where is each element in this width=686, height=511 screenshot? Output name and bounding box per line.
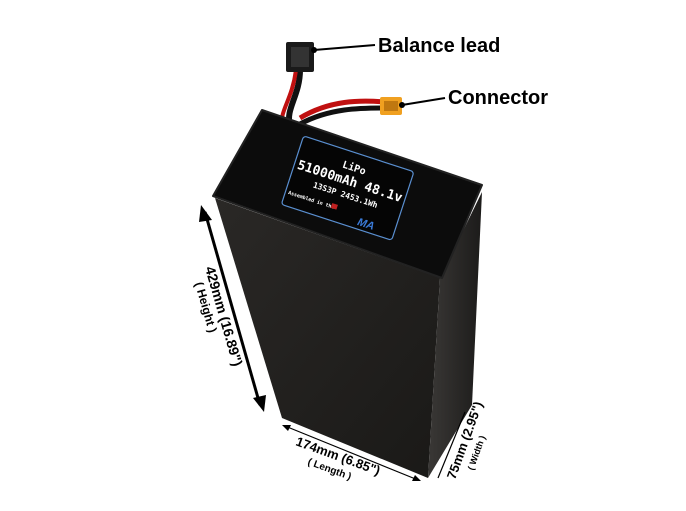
balance-lead-pointer xyxy=(313,44,376,51)
balance-lead-plug xyxy=(286,42,314,72)
xt-connector xyxy=(380,97,402,115)
wires xyxy=(279,69,386,127)
connector-callout: Connector xyxy=(448,87,548,109)
battery-front-face xyxy=(215,198,440,478)
battery-label: LiPo 51000mAh 48.1v 13S3P 2453.1Wh Assem… xyxy=(281,136,414,241)
brand-logo: MA xyxy=(356,216,376,233)
flag-icon xyxy=(330,203,338,210)
balance-lead-callout: Balance lead xyxy=(378,35,500,57)
connector-pointer xyxy=(401,97,446,106)
battery-side-face xyxy=(428,192,482,478)
